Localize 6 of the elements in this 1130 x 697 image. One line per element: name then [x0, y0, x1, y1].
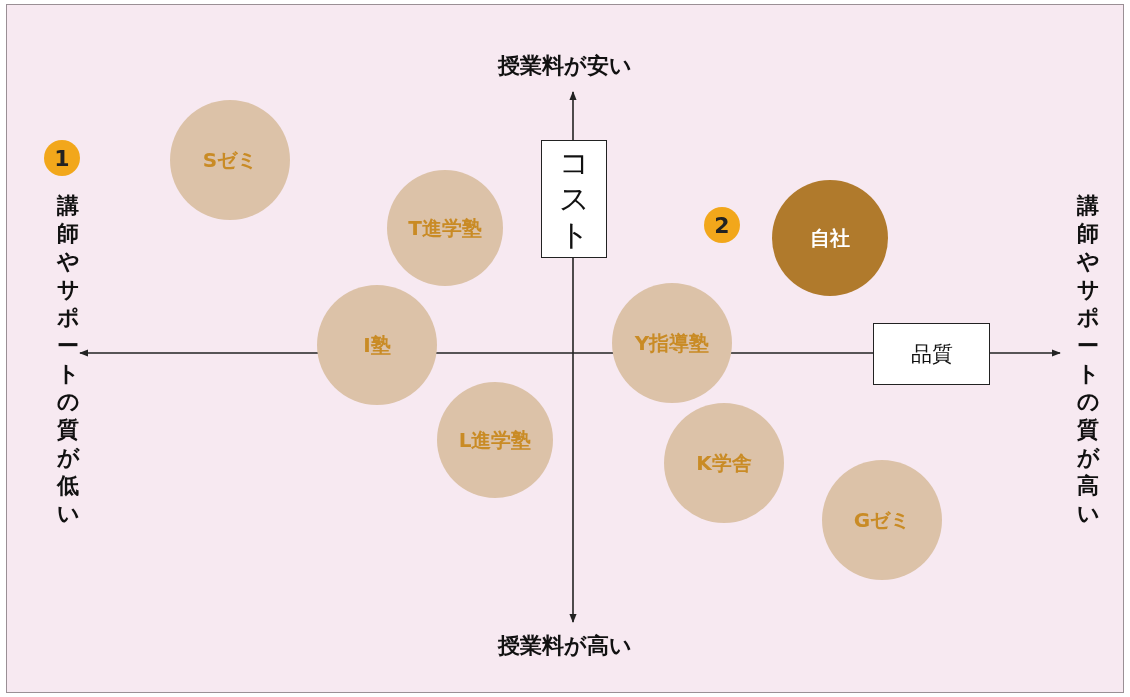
label-box: コスト — [541, 140, 607, 258]
axis-label: 講師やサポートの質が低い — [55, 192, 81, 528]
axis-label: 授業料が高い — [496, 632, 633, 660]
label-box: 品質 — [873, 323, 990, 385]
axis-label: 授業料が安い — [496, 52, 633, 80]
axis-label: 講師やサポートの質が高い — [1075, 192, 1101, 528]
